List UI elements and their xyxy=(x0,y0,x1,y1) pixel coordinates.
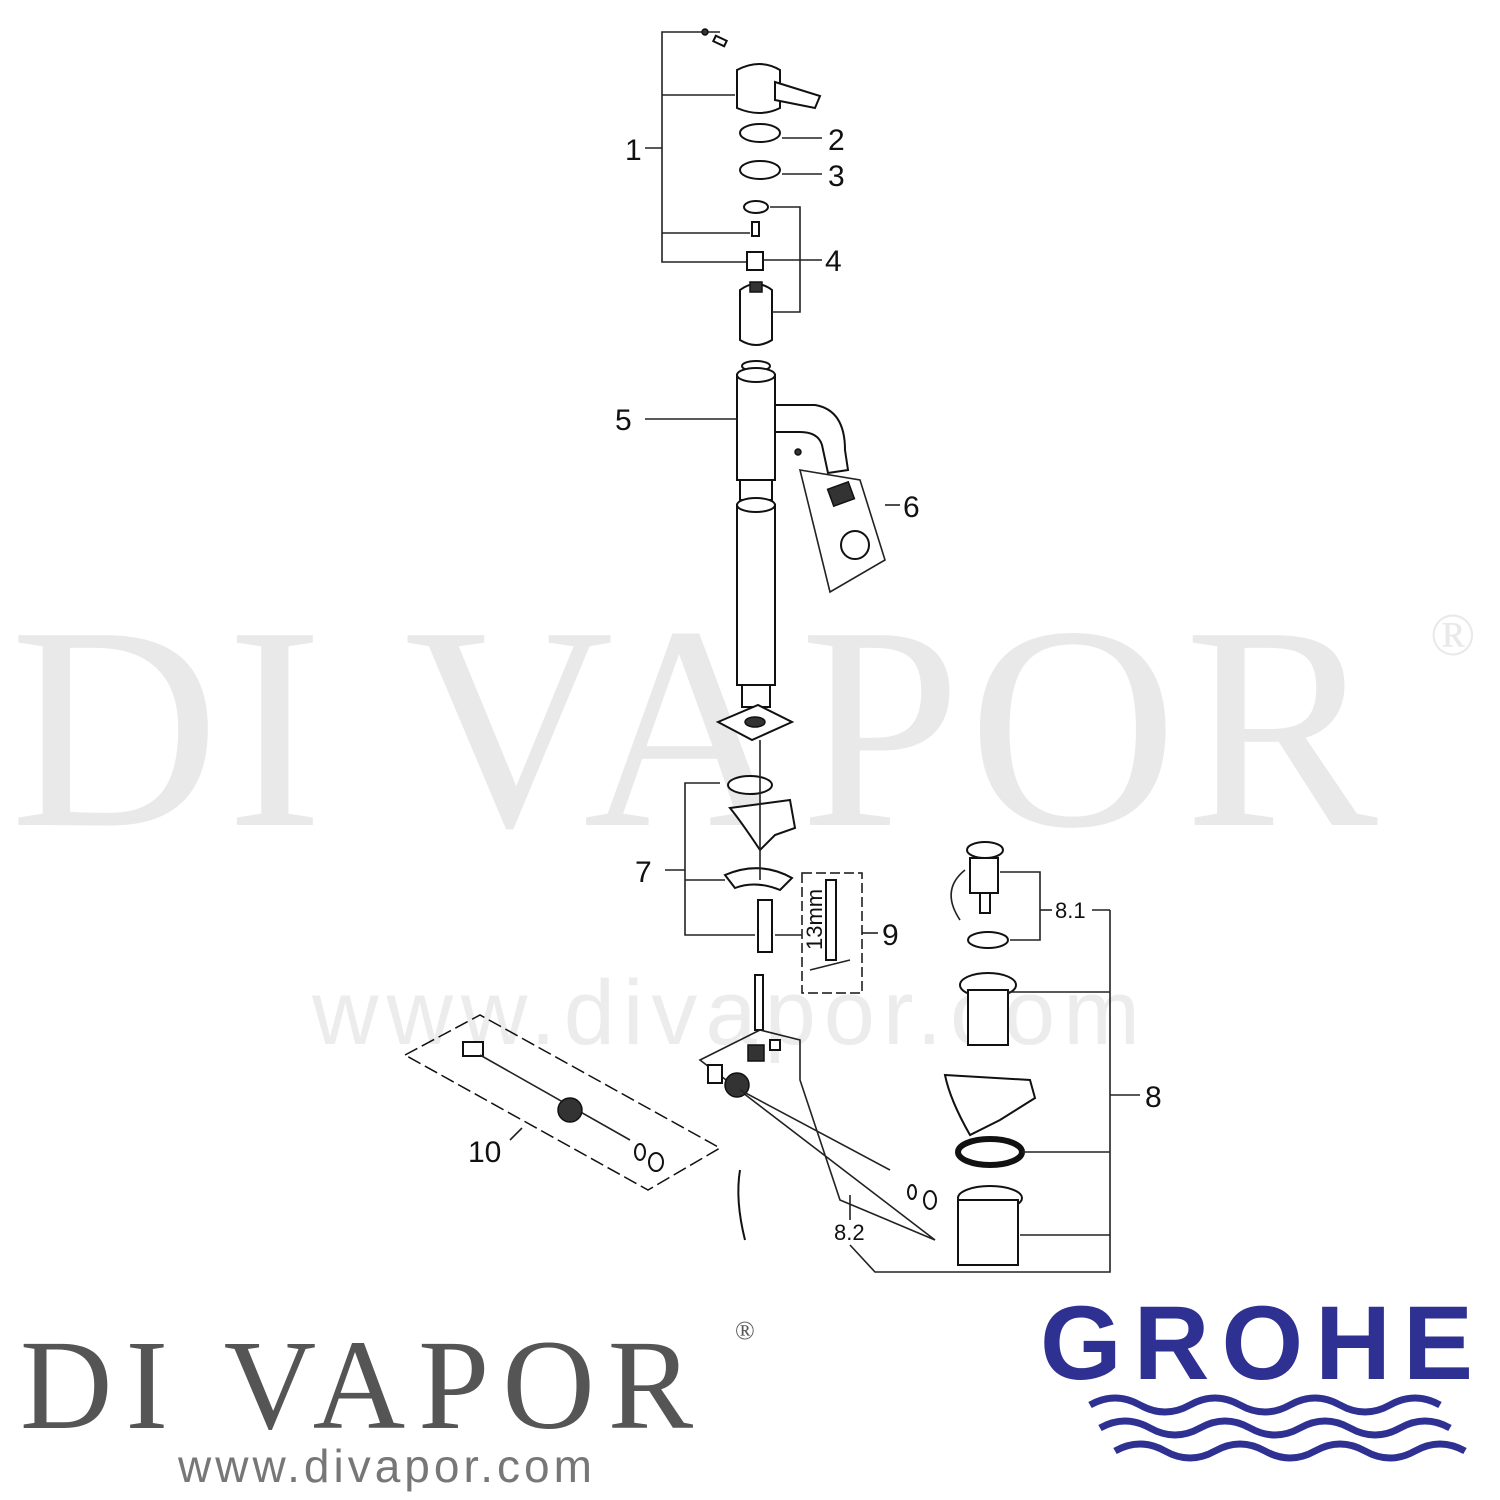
watermark-registered: ® xyxy=(1430,602,1476,668)
divapor-logo: DI VAPOR xyxy=(20,1314,707,1456)
aerator-6: 6 xyxy=(798,469,920,594)
cartridge-4: 4 xyxy=(739,200,842,372)
label-4: 4 xyxy=(825,245,842,278)
ring-2: 2 xyxy=(739,123,845,157)
ring-3: 3 xyxy=(739,160,845,193)
label-8-2: 8.2 xyxy=(834,1220,865,1245)
kit-10: 10 xyxy=(403,1014,722,1191)
tool-9: 13mm 9 xyxy=(775,872,899,994)
callout-1: 1 xyxy=(625,31,755,263)
divapor-registered: ® xyxy=(735,1316,755,1345)
watermark-brand: DI VAPOR xyxy=(10,567,1385,888)
label-2: 2 xyxy=(828,124,845,157)
label-6: 6 xyxy=(903,491,920,524)
label-9: 9 xyxy=(882,919,899,952)
label-7: 7 xyxy=(635,856,652,889)
mounting-7: 7 xyxy=(635,703,797,953)
label-8-1: 8.1 xyxy=(1055,898,1086,923)
lift-rod-8-2: 8.2 xyxy=(698,974,937,1245)
faucet-body: 5 xyxy=(615,367,850,708)
tool-size-label: 13mm xyxy=(802,889,827,950)
label-5: 5 xyxy=(615,404,632,437)
label-10: 10 xyxy=(468,1136,501,1169)
label-3: 3 xyxy=(828,160,845,193)
grohe-waves-icon xyxy=(1088,1394,1467,1462)
drain-8: 8.1 8 xyxy=(849,841,1162,1273)
label-8: 8 xyxy=(1145,1081,1162,1114)
divapor-url: www.divapor.com xyxy=(178,1440,596,1492)
grohe-logo: GROHE xyxy=(1040,1285,1486,1402)
label-1: 1 xyxy=(625,134,642,167)
handle-part xyxy=(701,28,822,114)
